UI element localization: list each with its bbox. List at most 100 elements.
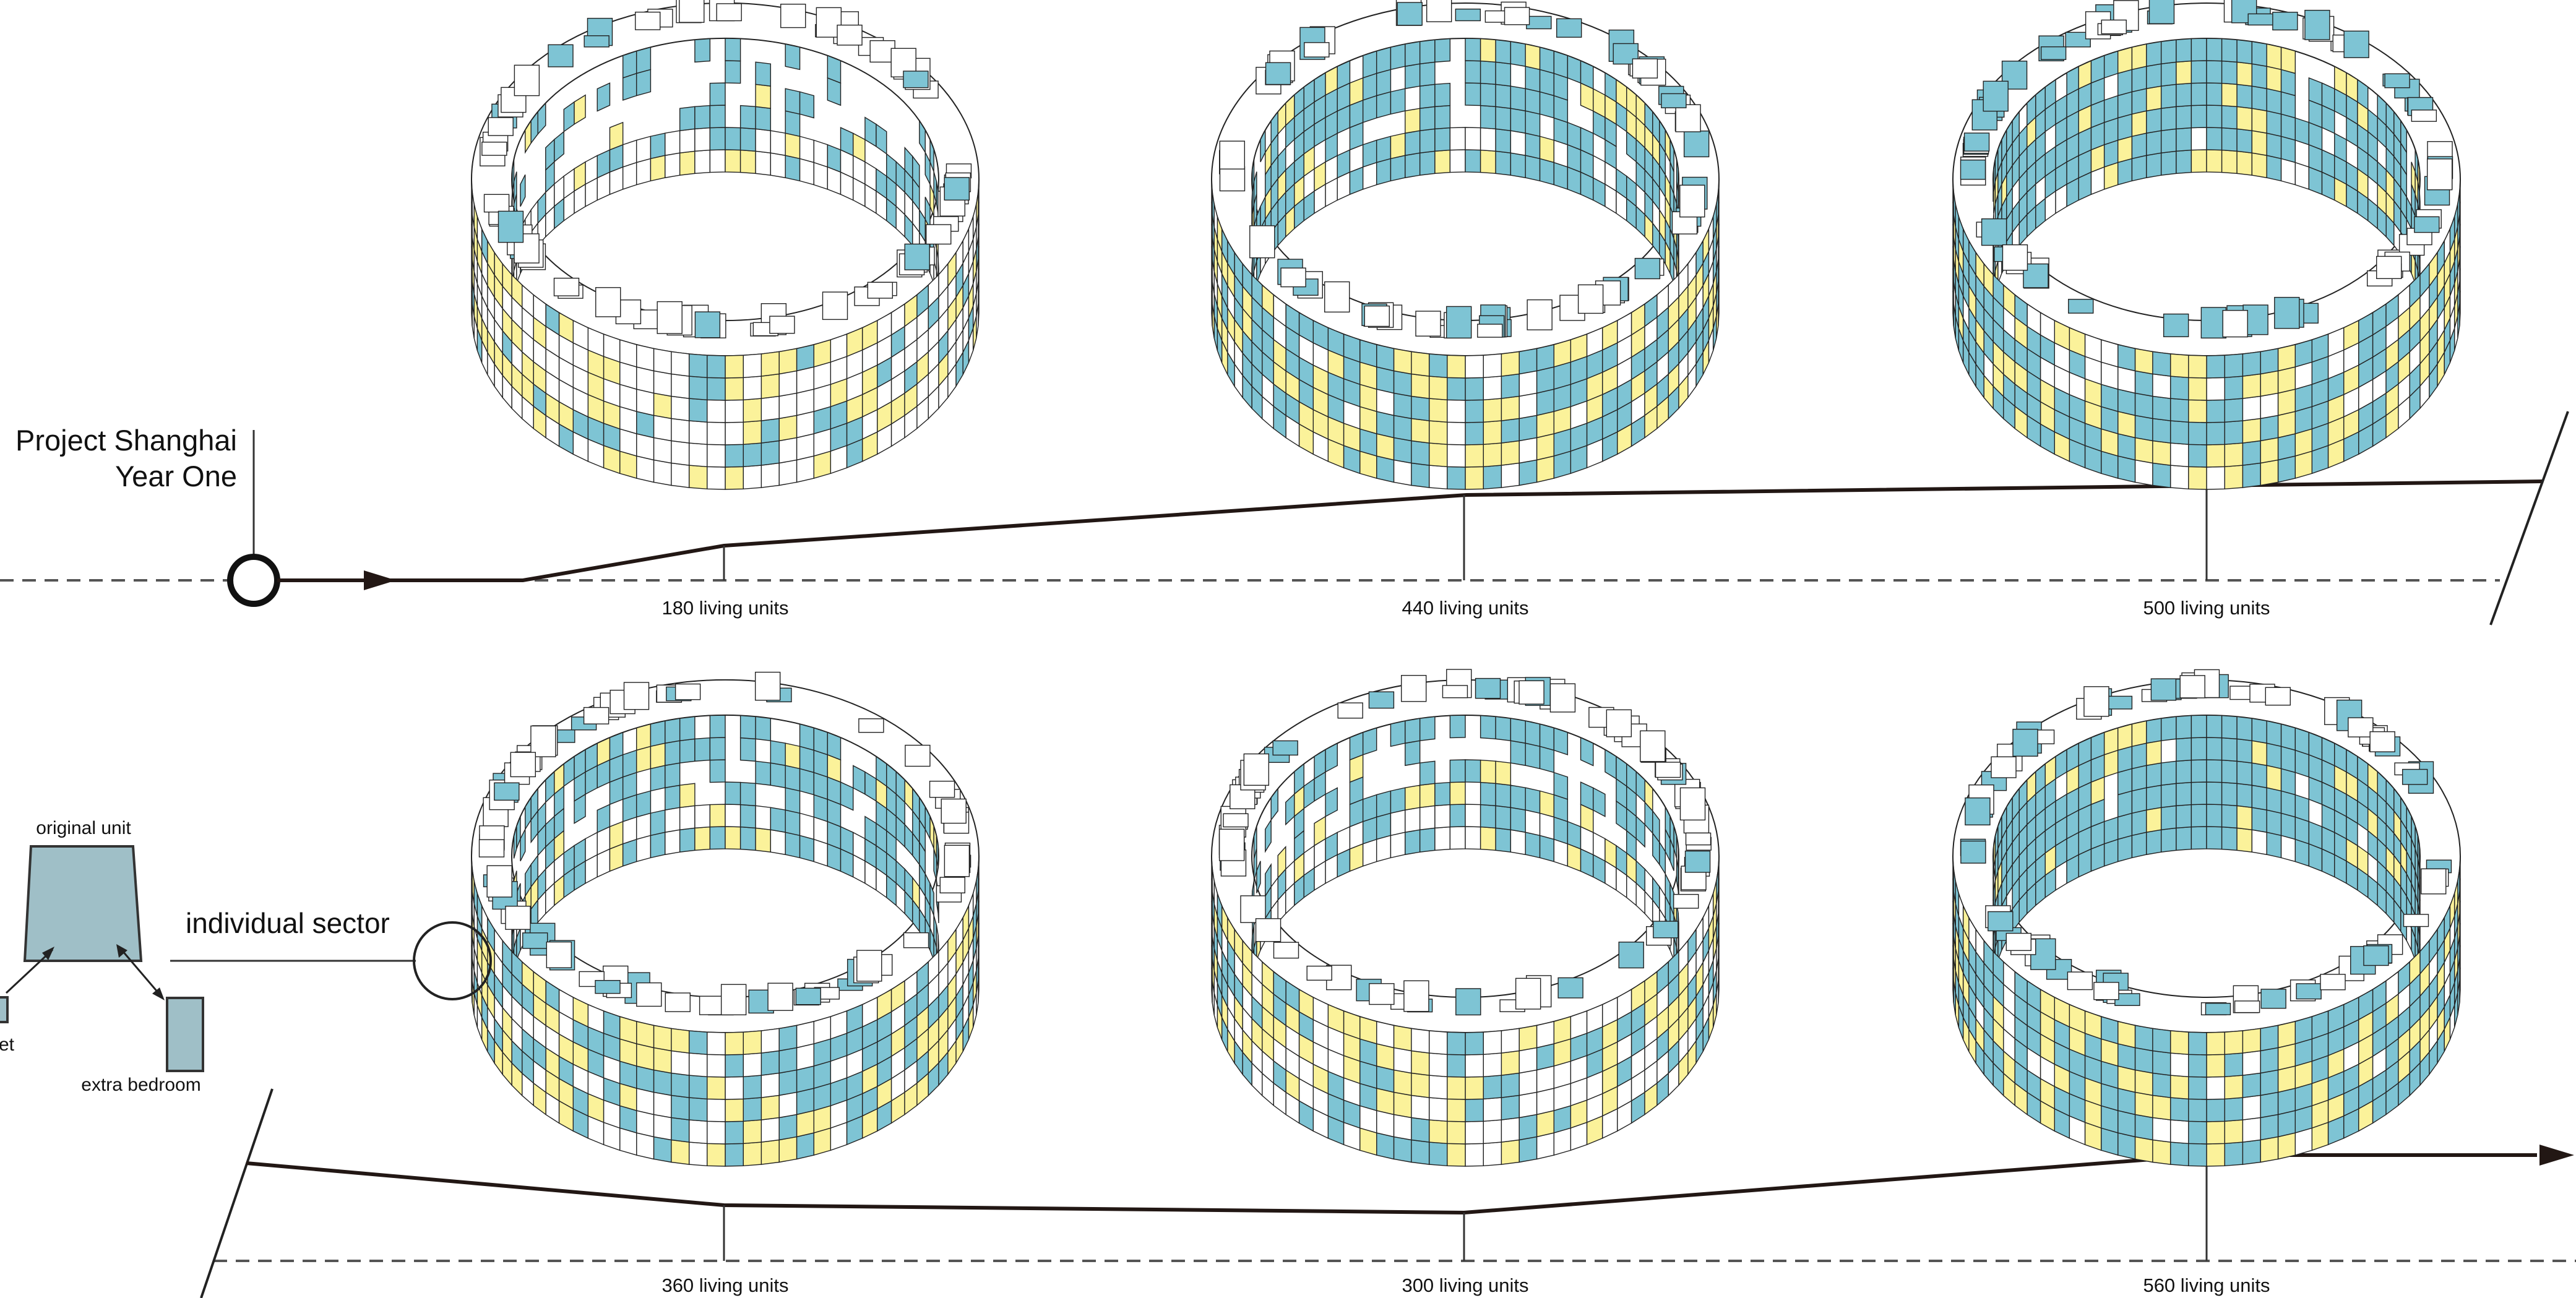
ring-cell bbox=[755, 805, 772, 830]
ring-cell bbox=[1495, 61, 1512, 87]
ring-cell bbox=[2277, 1021, 2296, 1049]
ring-roof-block bbox=[1963, 132, 1990, 152]
ring-cell bbox=[1480, 826, 1496, 851]
ring-cell bbox=[760, 418, 780, 444]
ring-roof-block bbox=[1219, 140, 1246, 170]
ring-cell bbox=[739, 737, 756, 762]
ring-cell bbox=[2188, 421, 2207, 445]
ring-cell bbox=[1525, 742, 1541, 770]
ring-cell bbox=[1393, 348, 1412, 375]
ring-cell bbox=[1465, 377, 1484, 401]
ring-cell bbox=[2294, 794, 2310, 822]
ring-cell bbox=[1501, 1028, 1520, 1054]
ring-cell bbox=[2221, 127, 2238, 152]
ring-cell bbox=[1539, 723, 1555, 751]
ring-cell bbox=[1405, 63, 1421, 90]
ring-cell bbox=[2419, 846, 2421, 879]
ring-cell bbox=[1952, 179, 1954, 215]
ring-cell bbox=[1411, 1050, 1430, 1076]
ring-cell bbox=[2242, 440, 2261, 466]
ring-cell bbox=[2146, 85, 2162, 112]
break-line-bottom bbox=[200, 1088, 274, 1298]
ring-cell bbox=[636, 455, 655, 483]
ring-cell bbox=[1525, 720, 1541, 747]
ring-cell bbox=[770, 762, 786, 789]
ring-cell bbox=[636, 1110, 655, 1138]
ring-cell bbox=[1536, 455, 1554, 483]
ring-roof-block bbox=[665, 992, 691, 1012]
ring-cell bbox=[2266, 132, 2282, 160]
ring-roof-block bbox=[1673, 893, 1699, 909]
ring-cell bbox=[665, 740, 681, 767]
ring-roof-block bbox=[1685, 832, 1712, 846]
ring-roof-block bbox=[767, 982, 793, 1011]
ring-cell bbox=[1434, 82, 1451, 108]
ring-cell bbox=[2206, 444, 2225, 468]
ring-cell bbox=[679, 128, 696, 153]
ring-cell bbox=[1411, 418, 1430, 444]
ring-cell bbox=[2280, 768, 2296, 796]
ring-roof-block bbox=[514, 64, 540, 97]
ring-cell bbox=[2188, 1143, 2207, 1167]
ring-cell bbox=[770, 829, 786, 856]
ring-cell bbox=[665, 762, 681, 789]
ring-cell bbox=[760, 440, 780, 466]
ring-cell bbox=[1480, 804, 1496, 829]
ring-cell bbox=[653, 1091, 672, 1119]
ring-cell bbox=[1501, 440, 1520, 466]
ring-cell bbox=[796, 366, 814, 394]
ring-cell bbox=[1495, 128, 1512, 153]
ring-cell bbox=[743, 376, 762, 401]
ring-cell bbox=[2103, 50, 2119, 79]
ring-cell bbox=[1518, 459, 1538, 486]
ring-cell bbox=[1952, 856, 1954, 892]
ring-cell bbox=[2221, 759, 2238, 784]
ring-cell bbox=[2224, 1030, 2244, 1055]
ring-cell bbox=[840, 781, 854, 811]
ring-cell bbox=[1393, 1136, 1412, 1163]
ring-cell bbox=[1465, 82, 1481, 106]
ring-cell bbox=[1411, 1117, 1430, 1143]
ring-cell bbox=[864, 771, 877, 802]
ring-cell bbox=[2190, 82, 2207, 106]
ring-cell bbox=[1510, 152, 1526, 179]
ring-cell bbox=[1393, 415, 1412, 442]
ring-cell bbox=[2266, 88, 2282, 115]
ring-cell bbox=[1419, 39, 1436, 64]
ring-cell bbox=[2308, 77, 2323, 106]
ring-cell bbox=[1510, 130, 1526, 157]
ring-cell bbox=[1393, 1069, 1412, 1096]
ring-cell bbox=[1567, 54, 1582, 84]
ring-cell bbox=[2294, 727, 2310, 755]
ring-cell bbox=[2146, 130, 2162, 157]
ring-cell bbox=[707, 1031, 726, 1055]
ring-roof-block bbox=[2384, 73, 2410, 88]
ring-cell bbox=[1539, 158, 1555, 186]
ring-cell bbox=[1480, 38, 1496, 63]
ring-cell bbox=[2224, 1075, 2244, 1100]
ring-cell bbox=[2251, 718, 2267, 744]
ring-cell bbox=[688, 1141, 708, 1167]
ring-cell bbox=[1447, 466, 1466, 490]
ring-cell bbox=[725, 1098, 744, 1122]
ring-cell bbox=[2117, 1065, 2136, 1093]
ring-cell bbox=[709, 737, 726, 761]
ring-roof-block bbox=[903, 71, 929, 88]
ring-cell bbox=[1434, 781, 1451, 807]
ring-cell bbox=[725, 804, 741, 828]
ring-cell bbox=[1501, 462, 1520, 488]
ring-roof-block bbox=[501, 87, 527, 113]
ring-roof-block bbox=[1618, 942, 1644, 969]
ring-cell bbox=[2242, 373, 2261, 399]
ring-cell bbox=[2206, 399, 2225, 423]
ring-cell bbox=[1270, 787, 1278, 822]
ring-cell bbox=[2260, 415, 2279, 442]
ring-cell bbox=[1428, 1075, 1448, 1100]
ring-cell bbox=[1405, 41, 1421, 67]
ring-cell bbox=[2277, 1088, 2296, 1115]
ring-cell bbox=[1449, 781, 1466, 806]
ring-cell bbox=[2160, 805, 2177, 830]
ring-cell bbox=[1447, 1120, 1466, 1145]
ring-roof-block bbox=[1675, 104, 1701, 132]
ring-cell bbox=[1411, 1072, 1430, 1098]
